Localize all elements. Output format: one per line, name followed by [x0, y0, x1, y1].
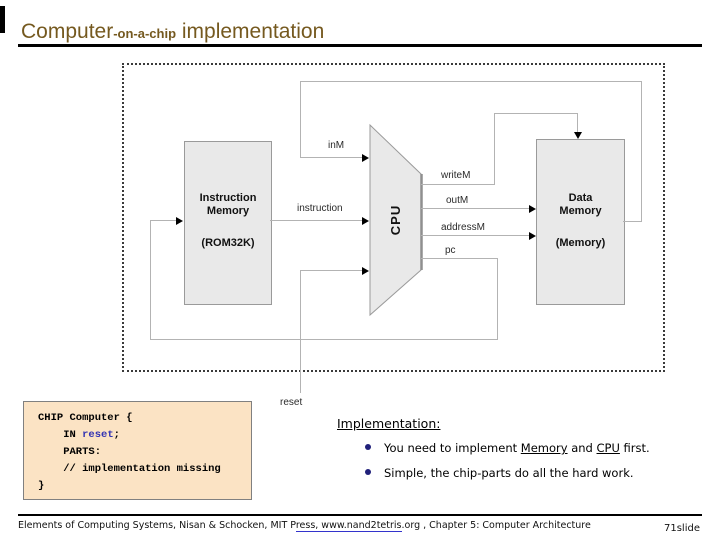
wire-outM [421, 208, 529, 209]
arrowhead-outM-icon [529, 205, 536, 213]
slide-title: Computer-on-a-chip implementation [21, 20, 324, 44]
arrowhead-addressM-icon [529, 232, 536, 240]
code-line2-keyword: IN [63, 429, 83, 441]
signal-label-pc: pc [445, 245, 456, 256]
footer-rule [18, 514, 702, 516]
wire-instruction [270, 220, 362, 221]
hdl-code-box: CHIP Computer { IN reset; PARTS: // impl… [23, 401, 252, 500]
data-memory-name-line2: Memory [559, 205, 602, 217]
instruction-memory-name-line2: Memory [206, 205, 250, 217]
notes-heading: Implementation: [337, 416, 441, 431]
footer-citation: Elements of Computing Systems, Nisan & S… [18, 520, 591, 532]
wire-writeM-top [494, 113, 578, 114]
signal-label-addressM: addressM [441, 222, 485, 233]
bullet1-cpu-link[interactable]: CPU [596, 441, 620, 455]
code-line1: CHIP Computer { [38, 412, 133, 424]
bullet1-mid: and [567, 441, 597, 455]
signal-label-writeM: writeM [441, 170, 471, 181]
footer-post: .org , Chapter 5: Computer Architecture [401, 520, 591, 531]
wire-reset-up [300, 270, 301, 393]
instruction-memory-type: (ROM32K) [201, 237, 255, 249]
page-number: 71slide [664, 523, 700, 534]
cpu-shape [369, 123, 423, 317]
arrowhead-pc-icon [176, 217, 183, 225]
signal-label-outM: outM [446, 195, 469, 206]
arrowhead-writeM-icon [574, 132, 582, 139]
instruction-memory-box: Instruction Memory (ROM32K) [184, 141, 272, 305]
bullet1-memory-link[interactable]: Memory [520, 441, 568, 455]
hdl-code: CHIP Computer { IN reset; PARTS: // impl… [24, 402, 251, 495]
instruction-memory-name-line1: Instruction [199, 192, 257, 204]
data-memory-name: Data Memory [537, 192, 624, 218]
arrowhead-instruction-icon [362, 217, 369, 225]
wire-pc-into-rom [150, 220, 176, 221]
data-memory-type: (Memory) [555, 237, 606, 249]
code-line2-indent [38, 429, 63, 441]
code-line2-tail: ; [113, 429, 120, 441]
signal-label-inM: inM [328, 140, 345, 151]
bullet-item-2: Simple, the chip-parts do all the hard w… [365, 466, 634, 480]
arrowhead-reset-icon [362, 267, 369, 275]
title-main: Computer [21, 20, 114, 43]
data-memory-name-line1: Data [568, 192, 593, 204]
footer-link[interactable]: ress, www.nand2tetris [295, 520, 402, 532]
wire-inM-left [300, 81, 301, 158]
wire-inM-top [300, 81, 642, 82]
cpu-label: CPU [388, 204, 403, 236]
corner-bar [0, 6, 5, 33]
arrowhead-inM-icon [362, 154, 369, 162]
code-line4-comment: // implementation missing [38, 463, 221, 475]
wire-addressM [421, 235, 529, 236]
signal-label-instruction: instruction [297, 203, 343, 214]
title-rule [18, 44, 702, 47]
wire-pc-left [150, 220, 151, 340]
title-small: -on-a-chip [113, 26, 177, 41]
footer-pre: Elements of Computing Systems, Nisan & S… [18, 520, 296, 531]
code-line2-signal: reset [82, 429, 114, 441]
wire-pc-bottom [150, 339, 498, 340]
code-line5: } [38, 480, 45, 492]
wire-writeM-out [421, 184, 495, 185]
data-memory-box: Data Memory (Memory) [536, 139, 625, 305]
signal-label-reset: reset [280, 397, 303, 408]
bullet-dot-icon [365, 469, 371, 475]
bullet2-text: Simple, the chip-parts do all the hard w… [384, 466, 634, 480]
wire-reset-into-cpu [300, 270, 362, 271]
bullet-dot-icon [365, 444, 371, 450]
title-rest: implementation [176, 20, 325, 43]
bullet1-post: first. [619, 441, 650, 455]
wire-inM-right [641, 81, 642, 222]
code-line3: PARTS: [38, 446, 102, 458]
wire-inM-into-cpu [300, 157, 362, 158]
bullet-item-1: You need to implement Memory and CPU fir… [365, 441, 650, 455]
wire-pc-down [497, 258, 498, 340]
wire-pc-out [421, 258, 497, 259]
wire-inM-from-memory [623, 221, 642, 222]
diagram-frame [122, 63, 665, 372]
instruction-memory-name: Instruction Memory [185, 192, 271, 218]
wire-writeM-up [494, 113, 495, 185]
bullet1-pre: You need to implement [384, 441, 521, 455]
wire-writeM-down [577, 113, 578, 135]
